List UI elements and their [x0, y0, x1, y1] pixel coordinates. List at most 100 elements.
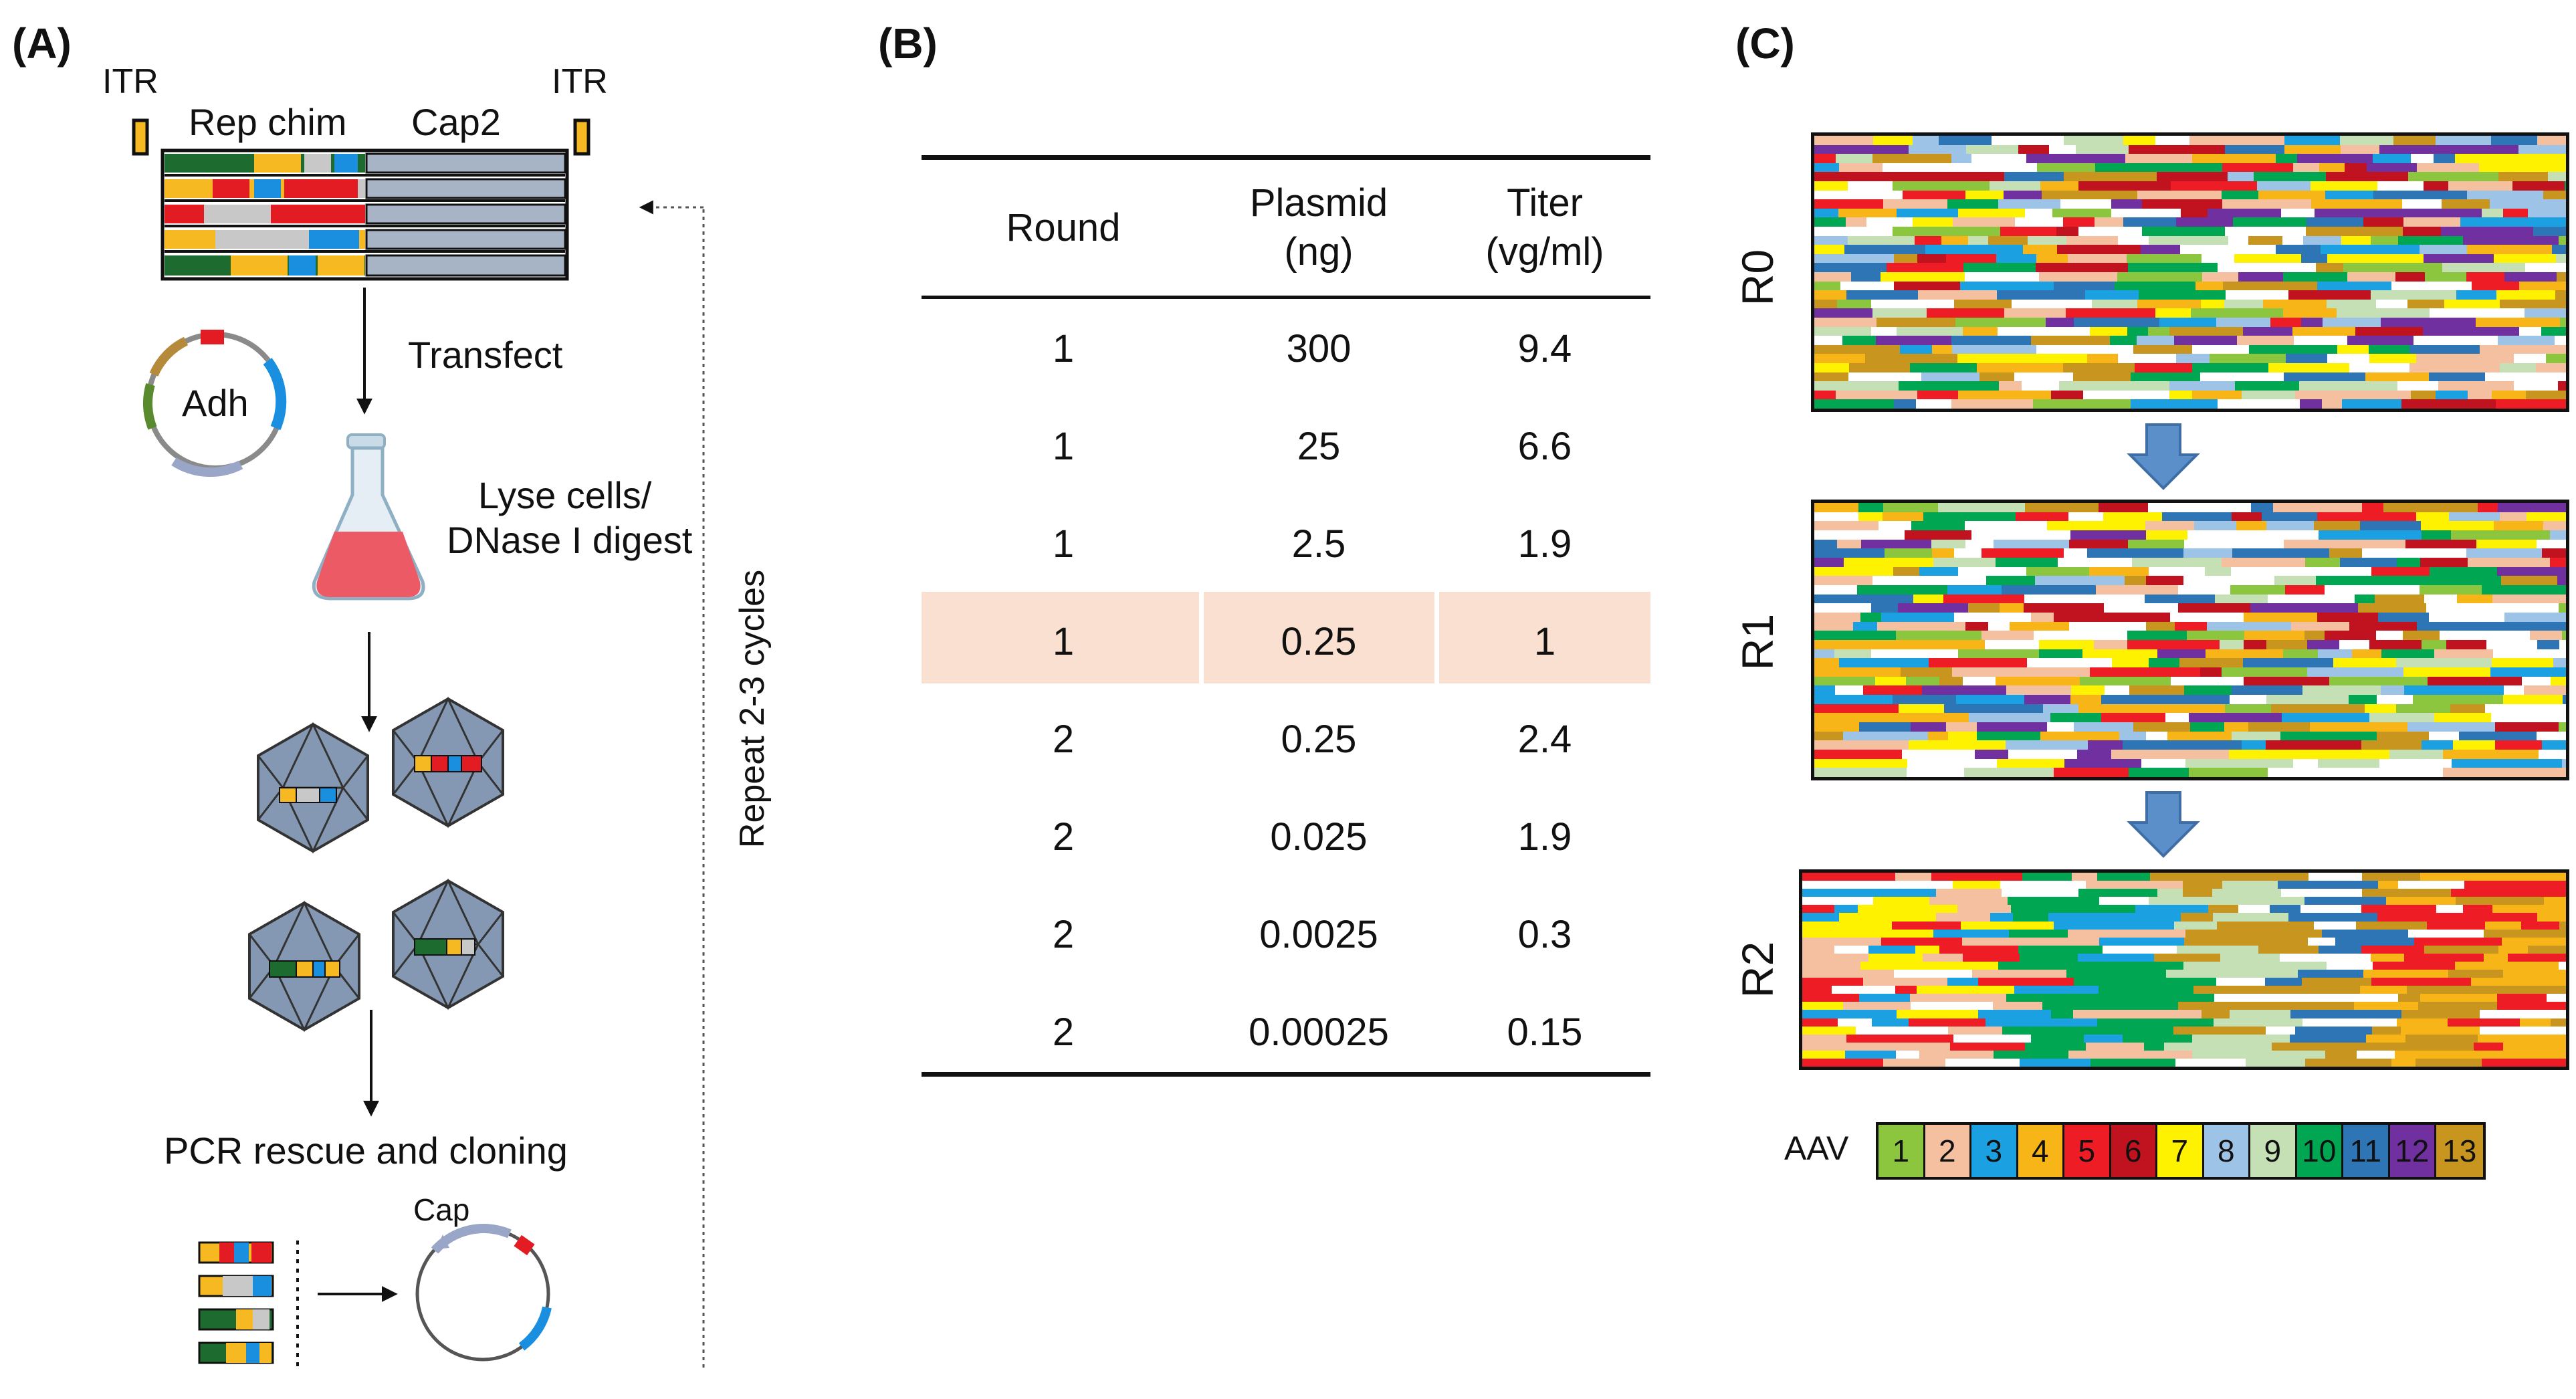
mosaic-segment — [1832, 986, 1895, 994]
mosaic-segment — [2175, 1058, 2246, 1067]
mosaic-segment — [1909, 144, 1966, 154]
mosaic-segment — [2283, 649, 2318, 659]
mosaic-segment — [2092, 299, 2137, 309]
mosaic-segment — [2286, 354, 2327, 364]
mosaic-segment — [1947, 978, 1978, 986]
mosaic-segment — [2407, 986, 2495, 994]
mosaic-segment — [2201, 299, 2224, 309]
header-titer: Titer (vg/ml) — [1444, 179, 1645, 276]
mosaic-segment — [2559, 961, 2566, 970]
table-cell-titer: 1.9 — [1517, 815, 1572, 859]
mosaic-segment — [2008, 750, 2077, 760]
mosaic-segment — [2009, 929, 2068, 938]
mosaic-segment — [2446, 640, 2486, 650]
mosaic-segment — [2031, 613, 2054, 623]
mosaic-segment — [1895, 986, 1917, 994]
mosaic-segment — [2262, 512, 2317, 522]
mosaic-segment — [1802, 986, 1832, 994]
mosaic-segment — [2086, 881, 2134, 889]
mosaic-segment — [1872, 1018, 1909, 1027]
mosaic-segment — [1915, 235, 1941, 245]
mosaic-segment — [1963, 953, 2020, 962]
mosaic-segment — [2134, 390, 2169, 400]
mosaic-segment — [1921, 372, 1979, 382]
mosaic-segment — [2337, 308, 2368, 318]
mosaic-segment — [1848, 372, 1921, 382]
mosaic-segment — [2254, 970, 2298, 978]
mosaic-segment — [1858, 512, 1883, 522]
mosaic-segment — [1843, 731, 1928, 741]
mosaic-segment — [1814, 227, 1893, 237]
mosaic-segment — [2377, 913, 2405, 922]
mosaic-segment — [1958, 208, 2025, 218]
mosaic-segment — [2125, 154, 2192, 164]
mosaic-segment — [2254, 172, 2326, 182]
mosaic-segment — [2234, 929, 2322, 938]
mosaic-segment — [1871, 649, 1958, 659]
legend-title: AAV — [1784, 1129, 1849, 1167]
mosaic-segment — [2291, 621, 2349, 631]
mosaic-segment — [2187, 530, 2255, 540]
mosaic-segment — [2486, 640, 2537, 650]
mosaic-segment — [2094, 929, 2185, 938]
mosaic-segment — [1915, 163, 1985, 173]
mosaic-segment — [2314, 921, 2356, 930]
mosaic-segment — [1814, 217, 1846, 227]
mosaic-segment — [1963, 676, 1996, 686]
mosaic-segment — [2510, 631, 2530, 641]
mosaic-segment — [2401, 1026, 2480, 1035]
mosaic-segment — [1928, 731, 1948, 741]
mosaic-segment — [2014, 372, 2073, 382]
mosaic-segment — [1956, 695, 2024, 705]
mosaic-segment — [1802, 994, 1859, 1002]
mosaic-segment — [2488, 913, 2537, 922]
mosaic-segment — [2343, 263, 2442, 273]
mosaic-segment — [2482, 585, 2566, 595]
legend-swatch-aav6: 6 — [2111, 1125, 2157, 1177]
mosaic-segment — [2371, 566, 2430, 576]
mosaic-segment — [1814, 585, 1857, 595]
mosaic-segment — [2083, 390, 2134, 400]
mosaic-segment — [2176, 217, 2233, 227]
mosaic-segment — [2416, 512, 2449, 522]
mosaic-segment — [2237, 336, 2294, 346]
mosaic-segment — [2420, 245, 2467, 255]
mosaic-segment — [1965, 272, 2039, 282]
mosaic-segment — [2429, 372, 2485, 382]
mosaic-segment — [2436, 136, 2491, 146]
mosaic-segment — [2397, 558, 2420, 568]
mosaic-segment — [2297, 154, 2373, 164]
mosaic-segment — [1887, 263, 1963, 273]
mosaic-segment — [1936, 889, 2002, 897]
mosaic-segment — [1893, 227, 1949, 237]
mosaic-segment — [2123, 613, 2170, 623]
mosaic-segment — [1814, 235, 1848, 245]
mosaic-segment — [2325, 190, 2373, 200]
mosaic-segment — [2248, 235, 2282, 245]
mosaic-segment — [2117, 272, 2202, 282]
mosaic-segment — [2391, 1058, 2416, 1067]
transfect-label: Transfect — [408, 334, 563, 376]
mosaic-segment — [2078, 181, 2171, 191]
mosaic-segment — [2088, 740, 2123, 750]
mosaic-segment — [2460, 873, 2493, 881]
mosaic-segment — [2389, 750, 2443, 760]
mosaic-segment — [2276, 154, 2297, 164]
mosaic-segment — [1868, 945, 1915, 954]
mosaic-segment — [2377, 731, 2429, 741]
mosaic-segment — [2444, 299, 2500, 309]
mosaic-segment — [1802, 873, 1895, 881]
mosaic-segment — [1950, 1042, 2025, 1051]
mosaic-segment — [1961, 921, 2054, 930]
mosaic-segment — [2024, 695, 2070, 705]
mosaic-segment — [2424, 181, 2448, 191]
mosaic-segment — [2304, 631, 2325, 641]
table-cell-round: 2 — [1052, 1010, 1075, 1054]
mosaic-segment — [2371, 978, 2471, 986]
mosaic-segment — [1859, 722, 1911, 732]
mosaic-segment — [2537, 539, 2566, 549]
mosaic-segment — [2157, 172, 2228, 182]
mosaic-segment — [1902, 750, 1933, 760]
mosaic-segment — [2501, 576, 2557, 586]
mosaic-segment — [2273, 1002, 2354, 1010]
